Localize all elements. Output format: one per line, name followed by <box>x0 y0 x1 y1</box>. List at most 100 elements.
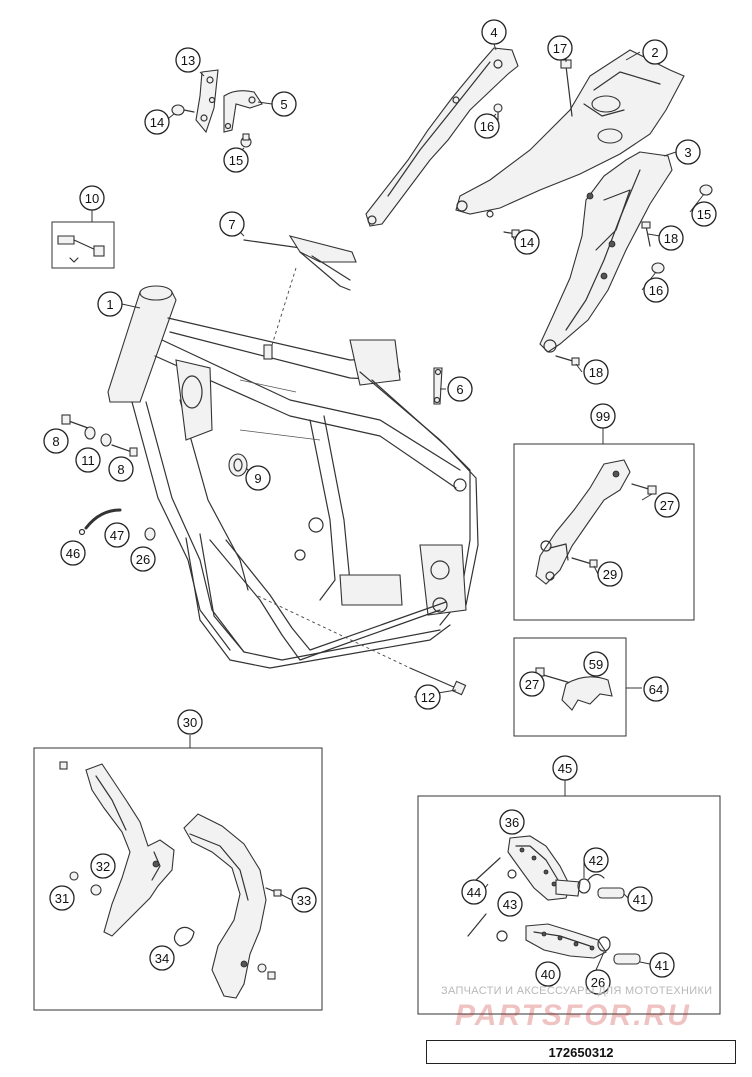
callout-circle <box>583 651 609 677</box>
callout-43: 43 <box>497 891 523 917</box>
callout-label: 42 <box>589 853 603 868</box>
grommet-9 <box>228 453 248 477</box>
callout-circle <box>175 47 201 73</box>
document-number: 172650312 <box>426 1040 736 1064</box>
callout-18: 18 <box>658 225 684 251</box>
callout-label: 30 <box>183 715 197 730</box>
callout-circle <box>149 945 175 971</box>
callout-circle <box>499 809 525 835</box>
callout-circle <box>642 39 668 65</box>
callout-40: 40 <box>535 961 561 987</box>
callout-1: 1 <box>97 291 123 317</box>
callout-circle <box>177 709 203 735</box>
callout-circle <box>130 546 156 572</box>
callout-label: 16 <box>480 119 494 134</box>
watermark-logo: PARTSFOR.RU <box>455 999 691 1032</box>
group-box-30 <box>33 735 323 1011</box>
callout-circle <box>223 147 249 173</box>
box-10 <box>51 221 115 269</box>
callout-label: 33 <box>297 893 311 908</box>
callout-circle <box>583 359 609 385</box>
callout-46: 46 <box>60 540 86 566</box>
callout-label: 9 <box>254 471 261 486</box>
callout-circle <box>547 35 573 61</box>
callout-4: 4 <box>481 19 507 45</box>
callout-circle <box>597 561 623 587</box>
bracket-5 <box>223 90 263 133</box>
callout-circle <box>474 113 500 139</box>
footpeg-hardware <box>467 857 641 965</box>
callout-label: 40 <box>541 967 555 982</box>
callout-label: 11 <box>81 453 95 468</box>
callout-59: 59 <box>583 651 609 677</box>
callout-circle <box>658 225 684 251</box>
callout-label: 26 <box>136 552 150 567</box>
callout-label: 17 <box>553 41 567 56</box>
callout-33: 33 <box>291 887 317 913</box>
callout-label: 99 <box>596 409 610 424</box>
callout-6: 6 <box>447 376 473 402</box>
callout-label: 6 <box>456 382 463 397</box>
bracket-7 <box>243 235 357 360</box>
callout-circle <box>481 19 507 45</box>
callout-14: 14 <box>144 109 170 135</box>
callout-36: 36 <box>499 809 525 835</box>
callout-label: 36 <box>505 815 519 830</box>
footpeg-lower-40 <box>525 923 607 959</box>
callout-circle <box>79 185 105 211</box>
callout-26: 26 <box>585 969 611 995</box>
hose-47 <box>78 508 156 541</box>
callout-label: 14 <box>150 115 164 130</box>
callout-34: 34 <box>149 945 175 971</box>
callout-circle <box>497 891 523 917</box>
bracket-13 <box>195 69 219 134</box>
callout-label: 41 <box>655 958 669 973</box>
callout-29: 29 <box>597 561 623 587</box>
fasteners-30 <box>59 761 282 980</box>
callout-circle <box>144 109 170 135</box>
bolts-8-11 <box>61 414 138 457</box>
group-box-99 <box>513 428 695 621</box>
callout-10: 10 <box>79 185 105 211</box>
callout-circle <box>675 139 701 165</box>
callout-circle <box>49 885 75 911</box>
frame-guard-right-34 <box>183 813 267 999</box>
callout-13: 13 <box>175 47 201 73</box>
group-box-45 <box>417 780 721 1015</box>
screw-15 <box>171 104 252 148</box>
callout-17: 17 <box>547 35 573 61</box>
callout-circle <box>590 403 616 429</box>
callout-circle <box>97 291 123 317</box>
callout-label: 43 <box>503 897 517 912</box>
callout-label: 32 <box>96 859 110 874</box>
callout-7: 7 <box>219 211 245 237</box>
callout-label: 31 <box>55 891 69 906</box>
callout-16: 16 <box>474 113 500 139</box>
callout-3: 3 <box>675 139 701 165</box>
callout-8: 8 <box>108 456 134 482</box>
callout-label: 18 <box>664 231 678 246</box>
callout-circle <box>514 229 540 255</box>
callout-label: 3 <box>684 145 691 160</box>
subframe-left-4 <box>365 47 519 227</box>
callout-circle <box>461 879 487 905</box>
callout-circle <box>643 676 669 702</box>
callout-circle <box>291 887 317 913</box>
callout-14: 14 <box>514 229 540 255</box>
callout-circle <box>90 853 116 879</box>
callout-27: 27 <box>654 492 680 518</box>
callout-label: 46 <box>66 546 80 561</box>
callout-circle <box>415 684 441 710</box>
callout-label: 15 <box>229 153 243 168</box>
callout-circle <box>585 969 611 995</box>
callout-label: 14 <box>520 235 534 250</box>
callout-27: 27 <box>519 671 545 697</box>
watermark-caption: ЗАПЧАСТИ И АКСЕССУАРЫ ДЛЯ МОТОТЕХНИКИ <box>441 985 713 997</box>
callout-circle <box>43 428 69 454</box>
callout-circle <box>649 952 675 978</box>
callout-label: 27 <box>525 677 539 692</box>
callout-11: 11 <box>75 447 101 473</box>
callout-41: 41 <box>627 886 653 912</box>
callout-30: 30 <box>177 709 203 735</box>
callout-18: 18 <box>583 359 609 385</box>
